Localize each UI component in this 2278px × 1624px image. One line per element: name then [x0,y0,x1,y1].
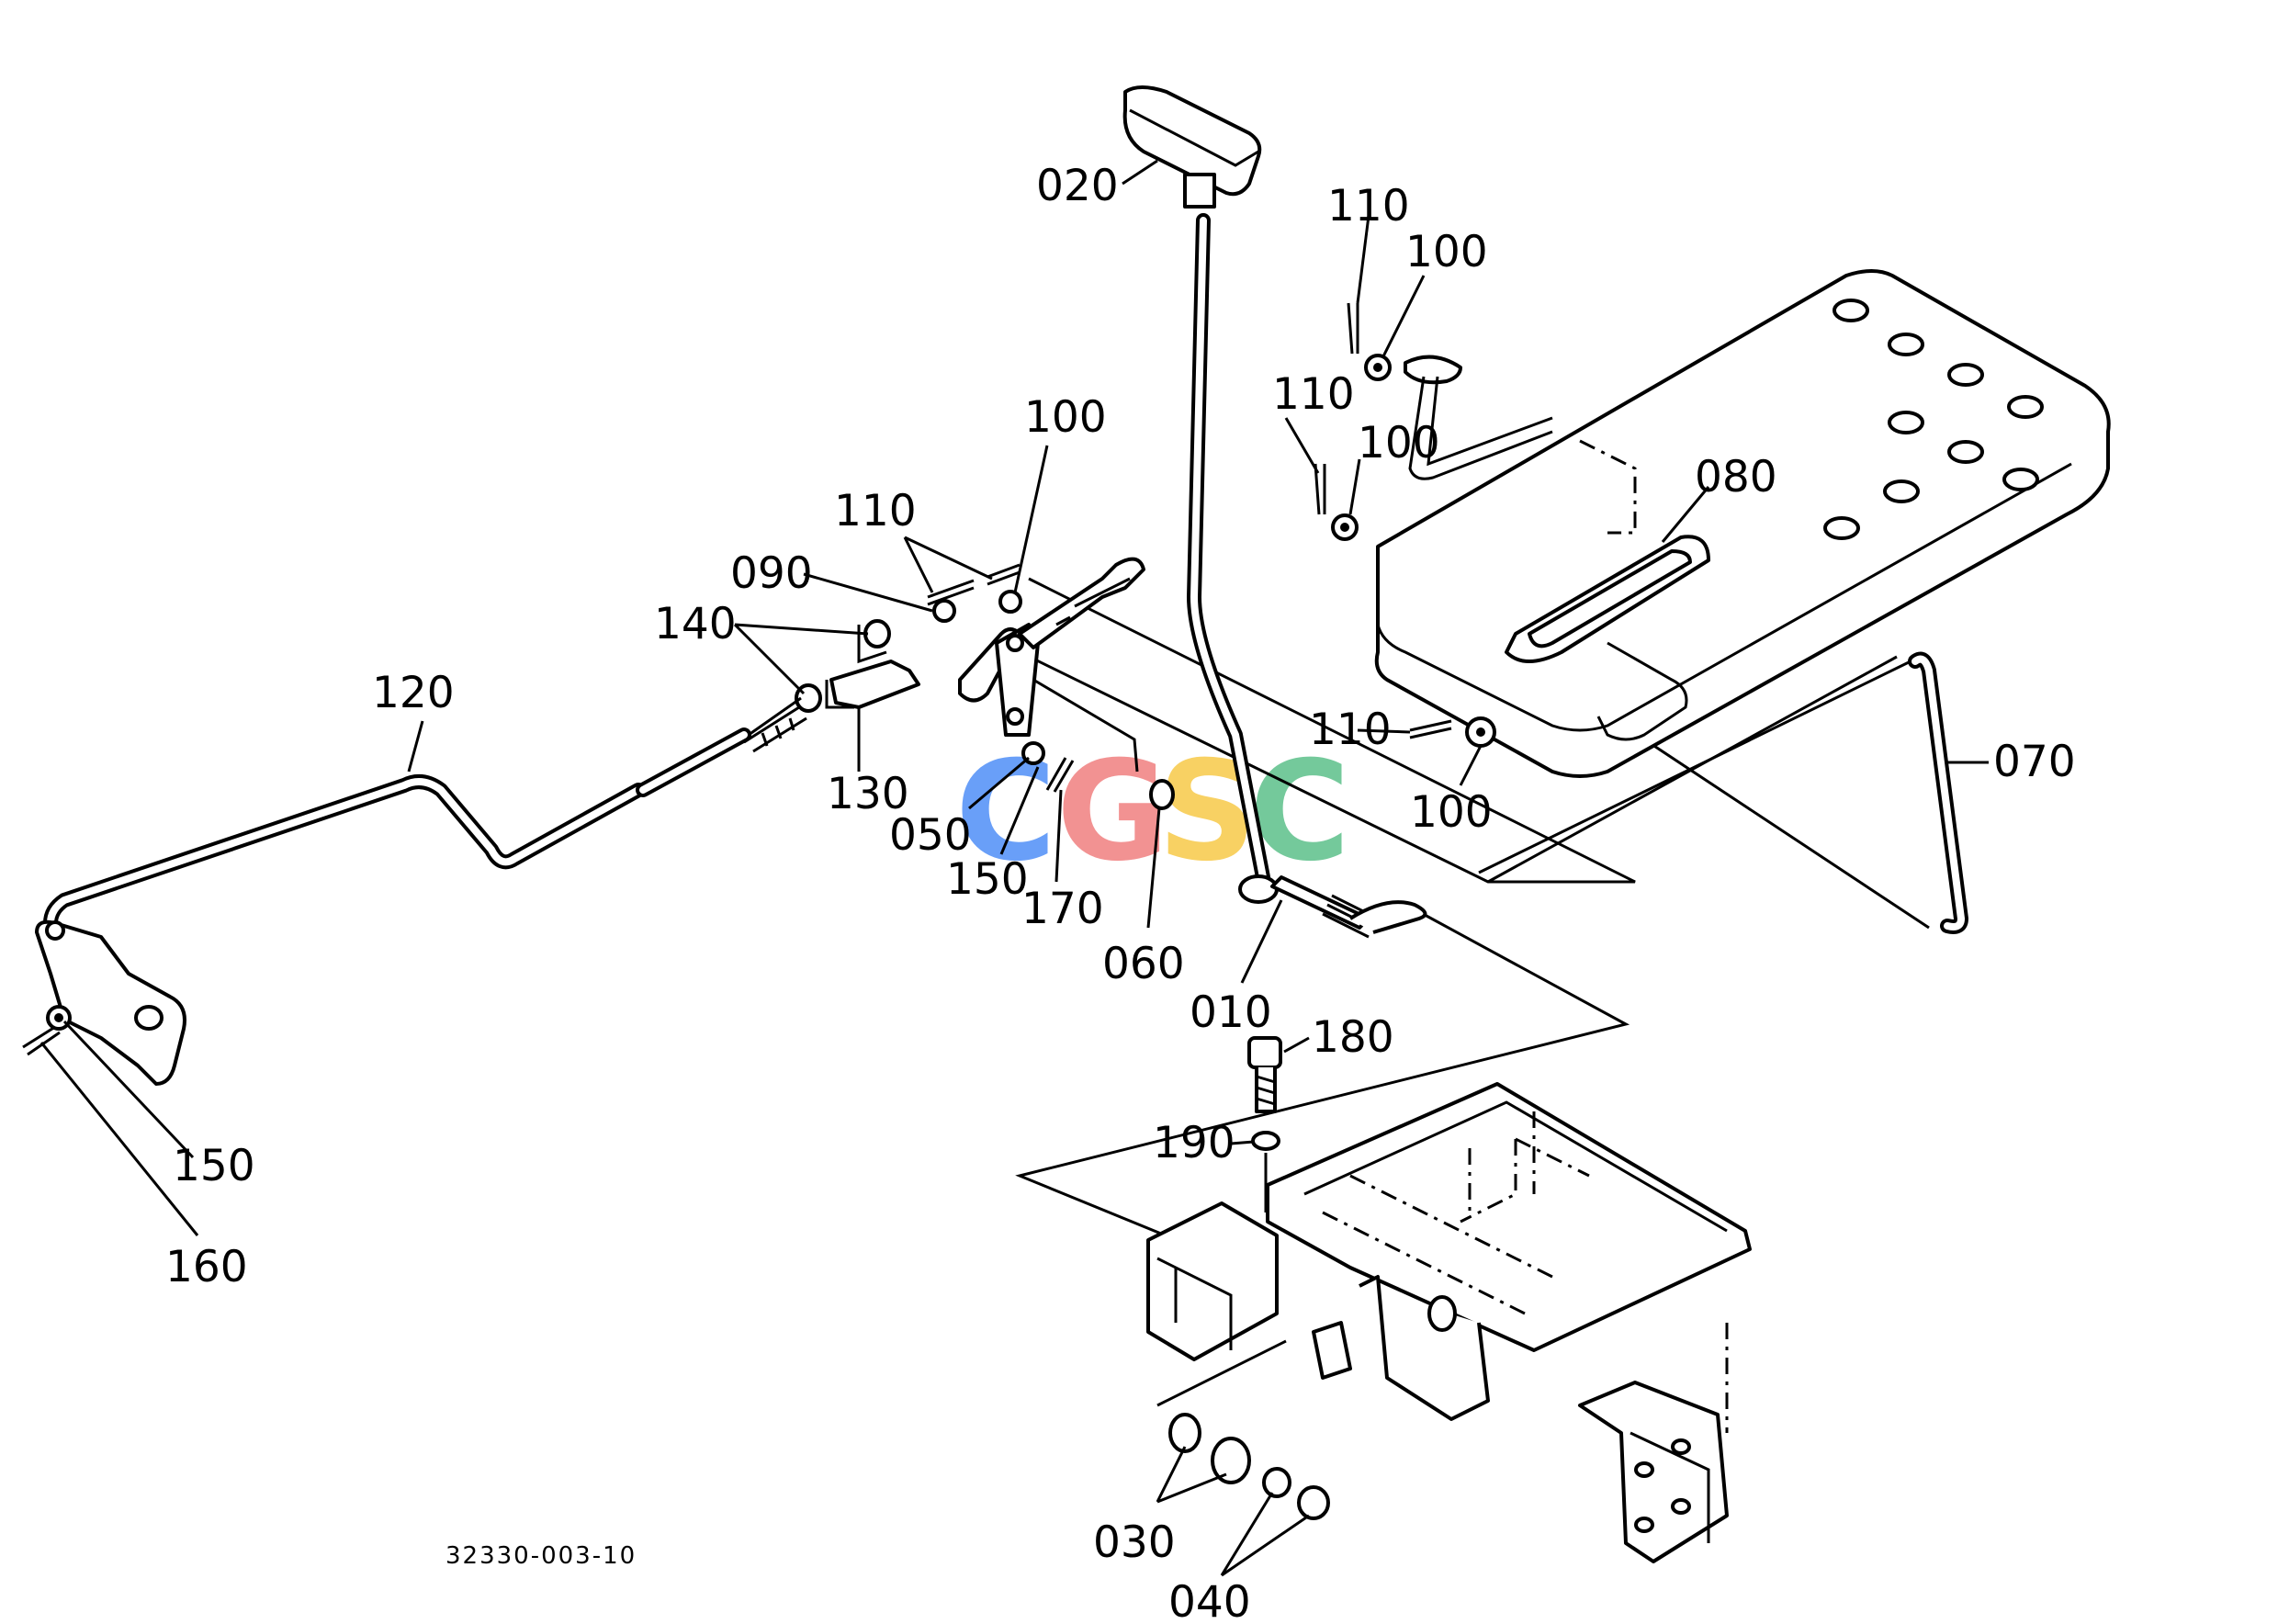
callout-160: 160 [165,1242,248,1292]
callout-110-right: 110 [1309,705,1392,755]
nut-shape-1 [863,619,891,648]
callout-190: 190 [1153,1118,1235,1168]
lever-bracket [958,557,1145,737]
callout-020: 020 [1036,161,1119,211]
callout-100-right: 100 [1410,787,1493,838]
knob [1122,85,1262,209]
callout-120: 120 [372,668,455,718]
cotter-pin-left-shape [22,1025,61,1056]
cotter-pin-2-shape [1314,463,1326,515]
watermark-letter-g: G [1056,732,1169,892]
bolt-set [1247,1036,1282,1212]
shift-lever [1187,213,1427,939]
callout-110-lever: 110 [834,486,917,536]
callout-170: 170 [1021,884,1104,934]
callout-140: 140 [654,599,737,649]
callout-050: 050 [889,810,972,861]
frame-bracket [1146,1082,1752,1563]
cotter-pin-top-shape [1347,302,1359,355]
callout-110-top: 110 [1327,181,1410,231]
pin-mid-shape [1045,757,1075,793]
callout-030: 030 [1093,1517,1176,1568]
washer-030-a [1168,1413,1201,1453]
nut-040-b [1297,1485,1330,1520]
step-plate [1374,269,2111,778]
callout-150-mid: 150 [946,854,1029,905]
nut-040-a [1262,1467,1291,1498]
link-rod [1908,651,1968,934]
washer-lever-shape [998,590,1022,614]
assembly-line-4 [1630,728,1930,930]
pin-set-right [1409,716,1496,748]
callout-110-second: 110 [1272,369,1355,420]
step-plate-top [1374,269,2111,778]
long-rod [43,696,807,930]
callout-040: 040 [1168,1577,1251,1620]
callout-100-lever: 100 [1024,392,1107,443]
callout-180: 180 [1312,1012,1394,1063]
callout-130: 130 [827,769,909,819]
callout-100-top: 100 [1405,227,1488,277]
callout-010: 010 [1190,987,1272,1038]
callout-090: 090 [730,548,813,599]
callout-070: 070 [1993,737,2076,787]
bellcrank-left [22,919,186,1086]
assembly-line-2 [1015,908,1630,1260]
callout-080: 080 [1695,452,1777,502]
callout-labels: 020 110 100 110 100 080 100 110 090 140 … [165,161,2076,1624]
assembly-line-6 [1156,1339,1287,1407]
pedal-linkage [1404,355,1553,480]
yoke [825,625,920,709]
callout-060: 060 [1102,939,1185,989]
pedal-grip [1505,535,1710,741]
assembly-line-5 [1478,660,1911,874]
leader-lines [39,159,1989,1577]
callout-100-second: 100 [1358,418,1440,468]
callout-150-left: 150 [173,1141,255,1191]
drawing-number: 32330-003-10 [445,1542,637,1570]
bottom-fasteners [1168,1413,1330,1520]
step-plate-mount [1579,439,1637,535]
step-plate-edge [1376,462,2072,732]
nut-mid-shape [1149,779,1175,810]
lock-washer-shape [1251,1131,1280,1151]
cotter-pin-lever-shape [927,563,1021,606]
bolt-head-shape [1247,1036,1282,1069]
washer-030-b [1211,1437,1251,1484]
pin-set-top [1314,302,1392,541]
